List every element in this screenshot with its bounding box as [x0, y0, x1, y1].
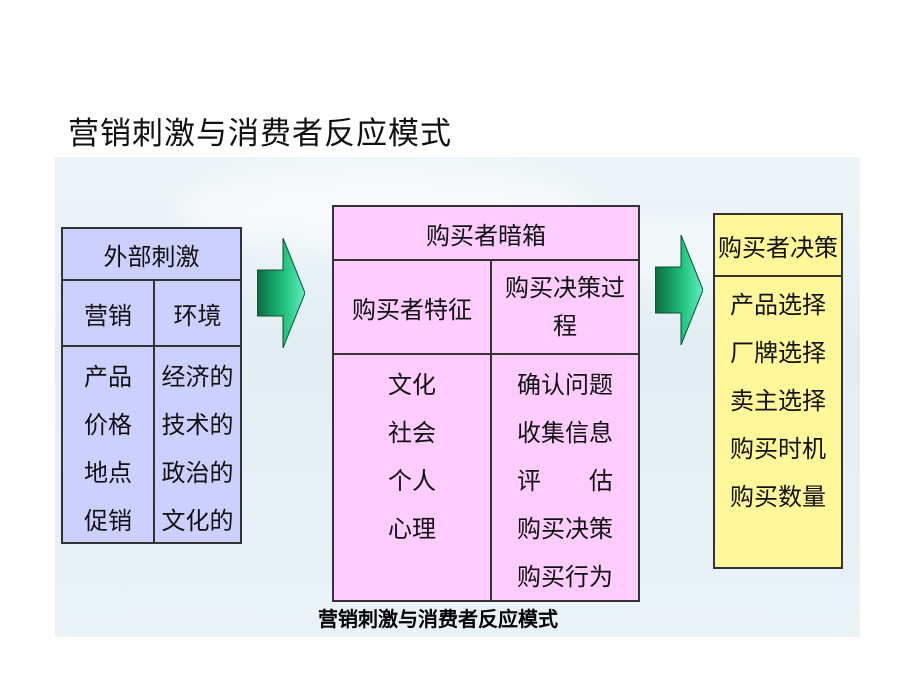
list-item: 文化的 — [161, 507, 234, 535]
list-item: 评 估 — [517, 467, 613, 495]
list-item: 地点 — [84, 459, 132, 487]
list-item: 文化 — [388, 371, 436, 399]
marketing-header: 营销 — [84, 301, 132, 330]
list-item: 价格 — [84, 411, 132, 439]
list-item: 经济的 — [161, 363, 234, 391]
list-item: 购买数量 — [730, 483, 826, 511]
buyer-characteristics-list: 文化 社会 个人 心理 — [334, 361, 490, 553]
environment-header: 环境 — [173, 301, 222, 330]
list-item: 产品 — [84, 363, 132, 391]
list-item: 个人 — [388, 467, 436, 495]
decisions-header: 购买者决策 — [718, 233, 838, 262]
marketing-list: 产品 价格 地点 促销 — [63, 353, 153, 545]
decision-process-list: 确认问题 收集信息 评 估 购买决策 购买行为 — [492, 361, 638, 601]
stimuli-header: 外部刺激 — [103, 242, 200, 271]
black-box-header: 购买者暗箱 — [426, 221, 546, 250]
list-item: 确认问题 — [517, 371, 613, 399]
buyer-black-box: 购买者暗箱 购买者特征 购买决策过 程 文化 社会 个人 心理 确认问题 收集信… — [332, 205, 640, 602]
list-item: 促销 — [84, 507, 132, 535]
list-item: 技术的 — [161, 411, 234, 439]
list-item: 购买行为 — [517, 563, 613, 591]
list-item: 心理 — [388, 515, 436, 543]
list-item: 购买决策 — [517, 515, 613, 543]
list-item: 购买时机 — [730, 435, 826, 463]
buyer-decisions-box: 购买者决策 产品选择 厂牌选择 卖主选择 购买时机 购买数量 — [713, 213, 843, 569]
list-item: 收集信息 — [517, 419, 613, 447]
arrow-right-icon — [655, 235, 703, 345]
external-stimuli-box: 外部刺激 营销 环境 产品 价格 地点 促销 经济的 技术的 政治的 文化的 — [61, 227, 242, 544]
list-item: 产品选择 — [730, 291, 826, 319]
list-item: 卖主选择 — [730, 387, 826, 415]
diagram-caption: 营销刺激与消费者反应模式 — [318, 607, 558, 631]
decisions-list: 产品选择 厂牌选择 卖主选择 购买时机 购买数量 — [715, 281, 841, 521]
environment-list: 经济的 技术的 政治的 文化的 — [155, 353, 240, 545]
slide-title: 营销刺激与消费者反应模式 — [68, 116, 452, 152]
decision-process-header: 购买决策过 程 — [505, 274, 625, 340]
list-item: 社会 — [388, 419, 436, 447]
buyer-characteristics-header: 购买者特征 — [352, 295, 472, 324]
arrow-right-icon — [257, 238, 305, 348]
list-item: 厂牌选择 — [730, 339, 826, 367]
list-item: 政治的 — [161, 459, 234, 487]
